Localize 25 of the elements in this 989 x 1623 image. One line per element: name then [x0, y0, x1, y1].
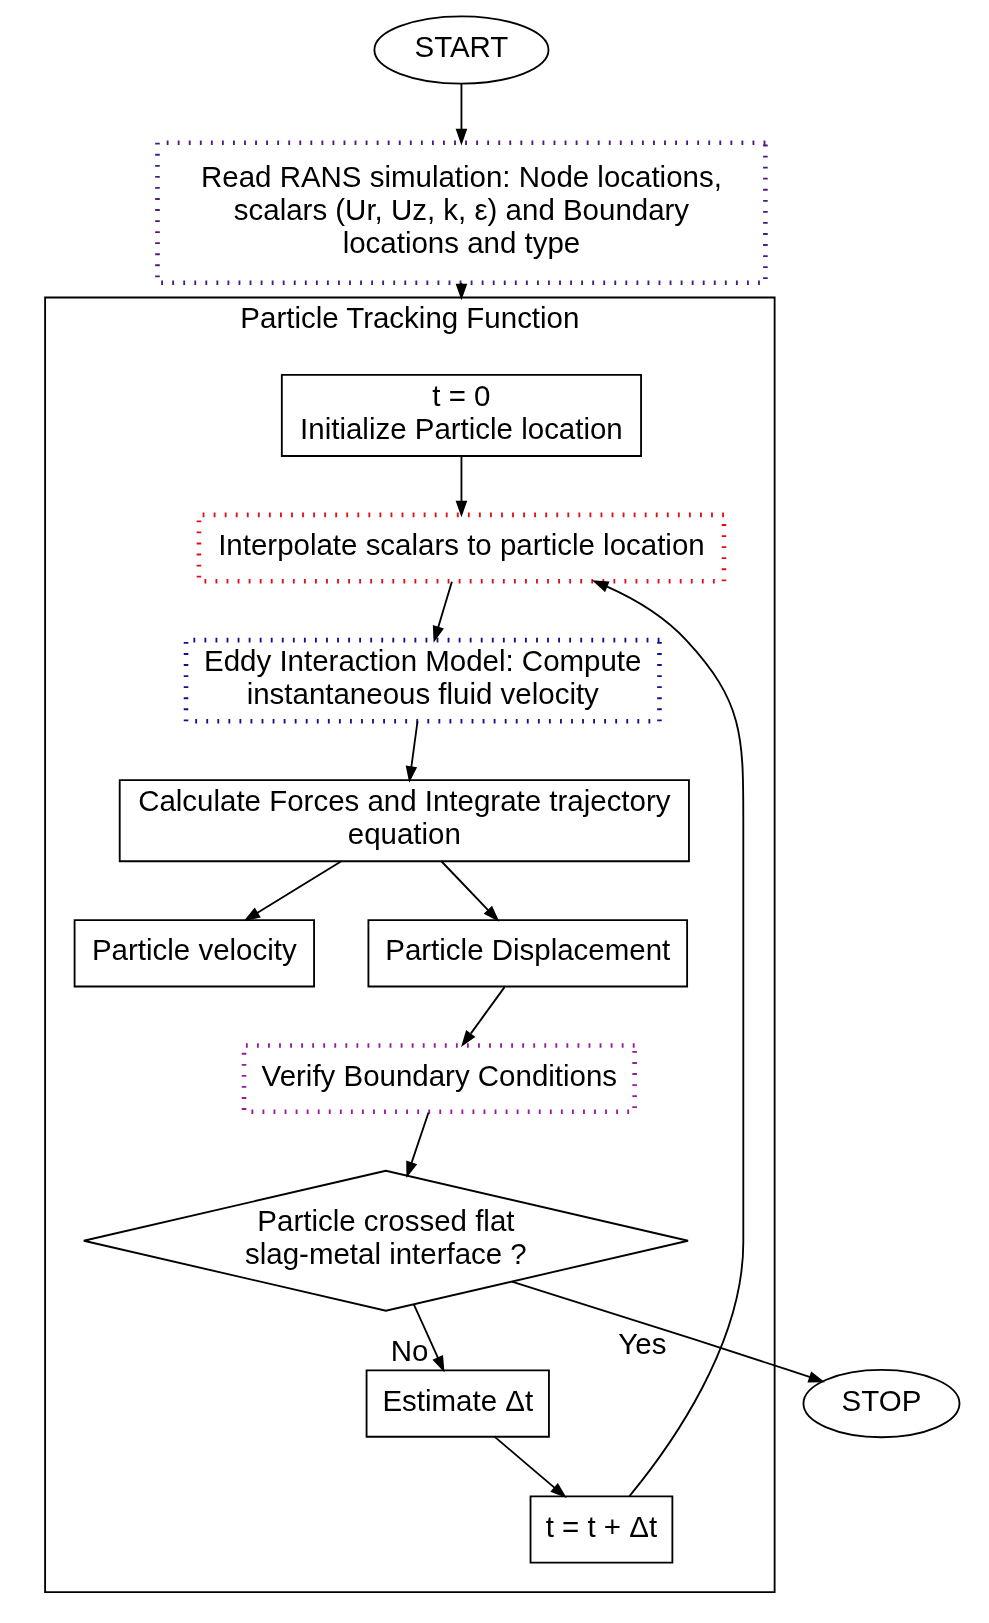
arrow — [455, 83, 467, 146]
arrow — [510, 1280, 825, 1383]
node-box: Eddy Interaction Model: Compute instantaneous fluid velocity — [183, 637, 662, 724]
arrow — [439, 860, 499, 922]
node-box: Estimate Δt — [365, 1369, 550, 1438]
arrow — [455, 455, 467, 518]
arrow — [412, 1303, 445, 1373]
node-box: Particle velocity — [73, 919, 315, 988]
arrow — [460, 986, 505, 1047]
node-box: t = t + Δt — [529, 1495, 673, 1564]
edge-label: Yes — [617, 1327, 666, 1361]
node-diamond: Particle crossed flat slag-metal interface ? — [82, 1169, 689, 1312]
arrow — [493, 1435, 567, 1499]
arrow — [591, 580, 744, 1497]
node-box: Interpolate scalars to particle location — [196, 512, 726, 584]
arrow — [405, 720, 418, 783]
arrow — [432, 580, 453, 643]
node-box: Verify Boundary Conditions — [241, 1043, 637, 1115]
node-box: t = 0 Initialize Particle location — [280, 373, 642, 457]
arrow — [243, 860, 342, 922]
node-box: Particle Displacement — [367, 919, 688, 988]
node-box: Calculate Forces and Integrate trajectory equation — [118, 779, 690, 863]
edge-label: No — [390, 1334, 428, 1368]
node-ellipse: START — [372, 15, 549, 85]
arrow — [405, 1111, 429, 1179]
